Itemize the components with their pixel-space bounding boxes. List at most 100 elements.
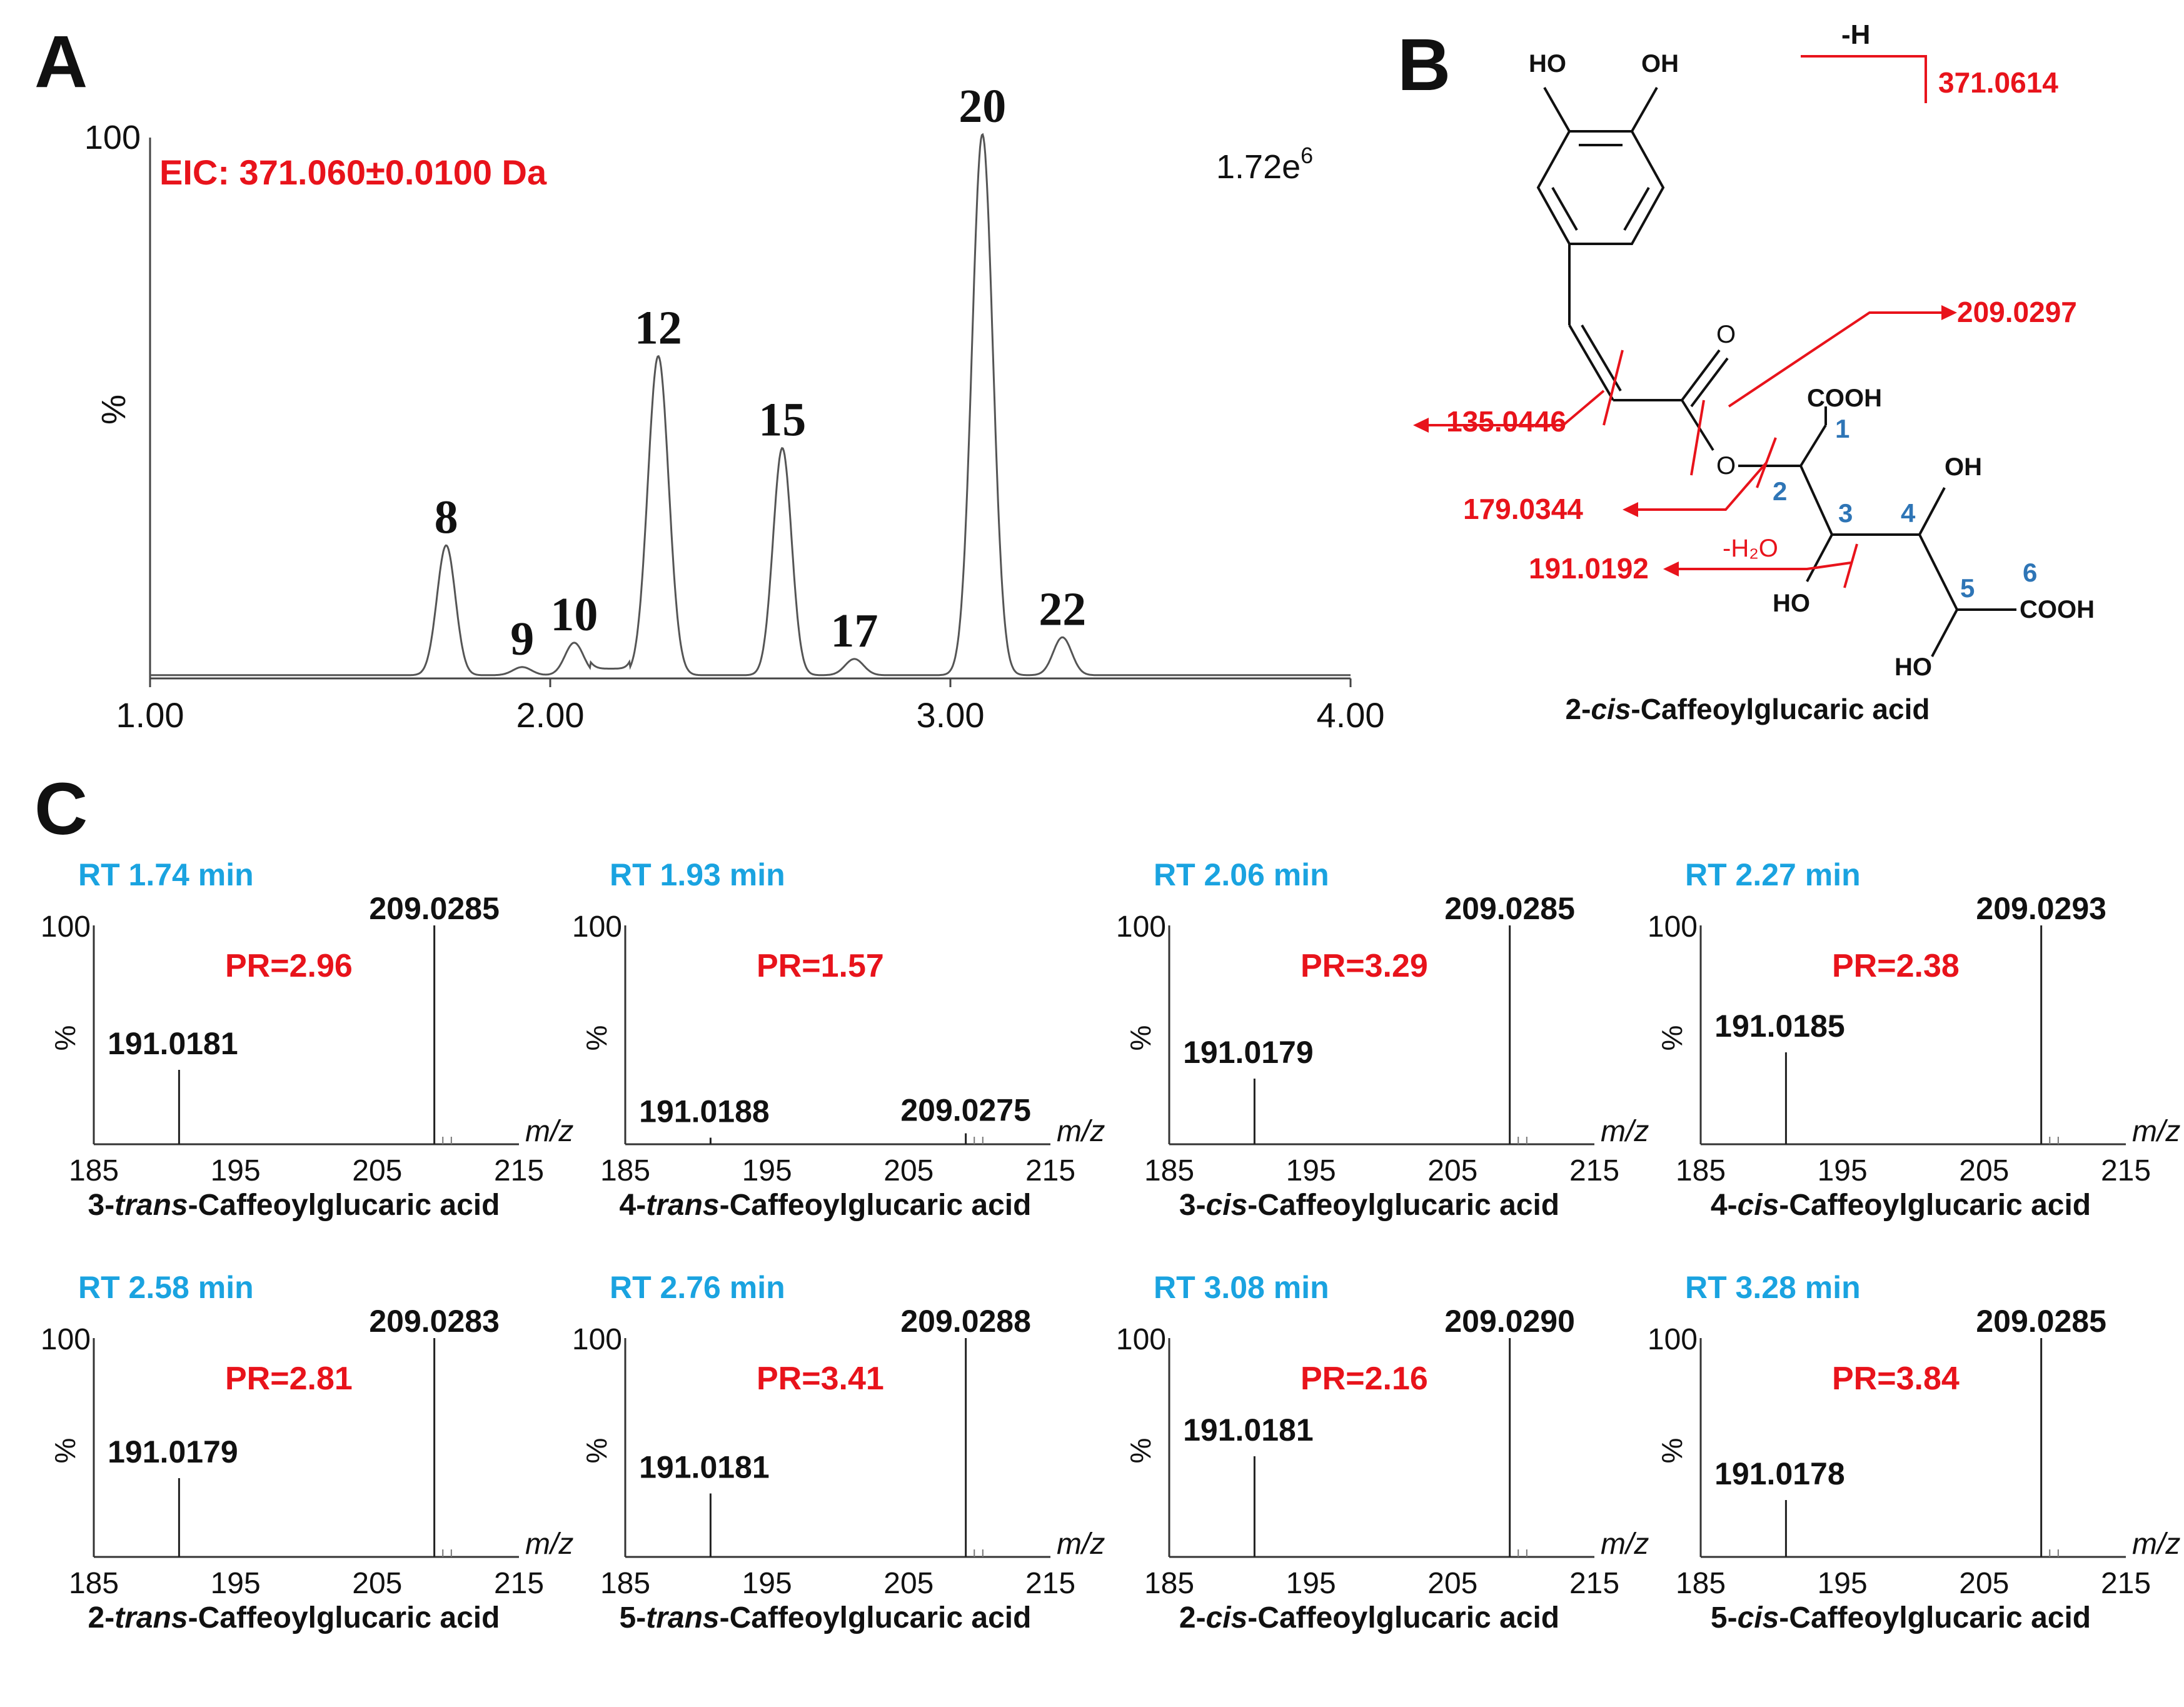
purity-ratio: PR=3.29 <box>1301 948 1428 984</box>
structure-name-italic: cis <box>1591 693 1631 725</box>
peak-191-label: 191.0185 <box>1714 1009 1845 1044</box>
spectrum-x-tick-label: 205 <box>352 1154 402 1187</box>
spectrum-x-tick-label: 195 <box>742 1567 792 1600</box>
spectrum-rt-label: RT 1.74 min <box>78 857 254 892</box>
peak-209-label: 209.0290 <box>1444 1304 1575 1339</box>
peak-209-label: 209.0285 <box>1976 1304 2106 1339</box>
bond-c4-c5 <box>1918 534 1958 610</box>
peak-191-label: 191.0178 <box>1714 1456 1845 1491</box>
carbon-2: 2 <box>1773 476 1787 506</box>
peak-191-label: 191.0179 <box>1183 1035 1314 1070</box>
carbon-3: 3 <box>1838 498 1853 528</box>
fragmentation-lines <box>1426 55 1945 588</box>
spectrum-x-tick-label: 195 <box>211 1567 261 1600</box>
peak-label-15: 15 <box>758 394 806 446</box>
spectrum-x-label: m/z <box>525 1115 573 1148</box>
spectrum-x-label: m/z <box>1057 1528 1105 1561</box>
arrowhead-191 <box>1663 561 1679 577</box>
carbon-5: 5 <box>1960 573 1975 603</box>
intensity-label: 1.72e6 <box>1216 143 1313 186</box>
spectrum-y-label: % <box>1124 1025 1157 1051</box>
spectrum-x-tick-label: 185 <box>600 1567 650 1600</box>
loss-h-label: -H <box>1841 19 1870 50</box>
spectrum-x-tick-label: 185 <box>1144 1567 1194 1600</box>
spectrum-x-tick-label: 215 <box>2101 1154 2151 1187</box>
spectrum-x-tick-label: 195 <box>1286 1154 1336 1187</box>
isomer-name-italic: cis <box>1737 1189 1779 1222</box>
arrowhead-135 <box>1413 418 1429 433</box>
spectrum-y-label: % <box>1656 1438 1688 1464</box>
spectrum-x-tick-label: 195 <box>211 1154 261 1187</box>
spectrum-y-top: 100 <box>41 1323 91 1356</box>
isomer-name: 5-cis-Caffeoylglucaric acid <box>1632 1601 2170 1635</box>
spectrum-x-tick-label: 195 <box>742 1154 792 1187</box>
panel-letter-a: A <box>34 21 88 103</box>
spectrum-x-tick-label: 215 <box>2101 1567 2151 1600</box>
benzene-ring <box>1536 130 1665 245</box>
carbon-1: 1 <box>1835 414 1849 443</box>
spectrum-x-label: m/z <box>1601 1528 1649 1561</box>
spectrum-rt-label: RT 2.76 min <box>610 1270 785 1305</box>
spectrum-rt-label: RT 3.08 min <box>1154 1270 1329 1305</box>
isomer-name-prefix: 2- <box>88 1601 115 1634</box>
ring-double-3 <box>1551 187 1578 231</box>
purity-ratio: PR=1.57 <box>757 948 884 984</box>
isomer-name-italic: trans <box>646 1601 720 1634</box>
eic-y-tick-label: 100 <box>84 119 141 156</box>
isomer-name-prefix: 4- <box>1710 1189 1738 1222</box>
eic-x-tick-label: 1.00 <box>116 695 184 735</box>
isomer-name-prefix: 3- <box>1179 1189 1206 1222</box>
cut-209 <box>1690 400 1705 476</box>
isomer-name-suffix: -Caffeoylglucaric acid <box>188 1189 500 1222</box>
peak-191-label: 191.0181 <box>108 1026 238 1061</box>
peak-209-label: 209.0285 <box>1444 891 1575 926</box>
isomer-name-prefix: 5- <box>619 1601 647 1634</box>
atom-oh-ring: OH <box>1641 50 1679 78</box>
isomer-name: 3-trans-Caffeoylglucaric acid <box>25 1188 563 1222</box>
precursor-bracket <box>1801 55 1927 103</box>
isomer-name-prefix: 4- <box>619 1189 647 1222</box>
purity-ratio: PR=2.81 <box>225 1361 353 1397</box>
spectrum-x-tick-label: 215 <box>494 1154 544 1187</box>
peak-209-label: 209.0293 <box>1976 891 2106 926</box>
spectrum-y-label: % <box>580 1438 613 1464</box>
purity-ratio: PR=2.16 <box>1301 1361 1428 1397</box>
intensity-exponent: 6 <box>1301 143 1313 168</box>
peak-209-label: 209.0288 <box>900 1304 1031 1339</box>
isomer-name-italic: cis <box>1737 1601 1779 1634</box>
peak-label-9: 9 <box>510 613 534 665</box>
spectrum-x-label: m/z <box>2132 1115 2180 1148</box>
spectrum-x-label: m/z <box>525 1528 573 1561</box>
bond-c3-oh <box>1806 534 1833 582</box>
precursor-mz: 371.0614 <box>1938 66 2058 99</box>
atom-ho-ring: HO <box>1529 50 1566 78</box>
bond-carbonyl <box>1681 349 1721 401</box>
bond-c2-c1 <box>1799 424 1827 467</box>
isomer-name-italic: trans <box>114 1601 188 1634</box>
intensity-base: 1.72e <box>1216 148 1301 186</box>
isomer-name-suffix: -Caffeoylglucaric acid <box>1247 1189 1560 1222</box>
spectrum-rt-label: RT 3.28 min <box>1685 1270 1861 1305</box>
spectrum-x-tick-label: 185 <box>1676 1154 1726 1187</box>
panel-letter-c: C <box>34 768 88 850</box>
spectrum-x-tick-label: 215 <box>1025 1154 1075 1187</box>
atom-labels: HO OH O O COOH HO OH COOH HO <box>1529 50 2095 681</box>
spectrum-y-label: % <box>1124 1438 1157 1464</box>
atom-cooh-1: COOH <box>1807 385 1882 412</box>
arrow-heads <box>1413 305 1957 577</box>
peak-label-12: 12 <box>635 302 682 355</box>
isomer-name-suffix: -Caffeoylglucaric acid <box>719 1189 1032 1222</box>
spectrum-y-top: 100 <box>572 910 622 944</box>
bond-oh-1 <box>1543 87 1571 132</box>
spectrum-rt-label: RT 2.06 min <box>1154 857 1329 892</box>
bond-c2-c3 <box>1799 465 1833 535</box>
spectrum-x-tick-label: 205 <box>1959 1567 2009 1600</box>
structure-panel: HO OH O O COOH HO OH COOH HO 1 2 3 4 5 6 <box>1376 0 2184 750</box>
fragment-labels: 371.0614 209.0297 135.0446 179.0344 191.… <box>1446 66 2077 585</box>
